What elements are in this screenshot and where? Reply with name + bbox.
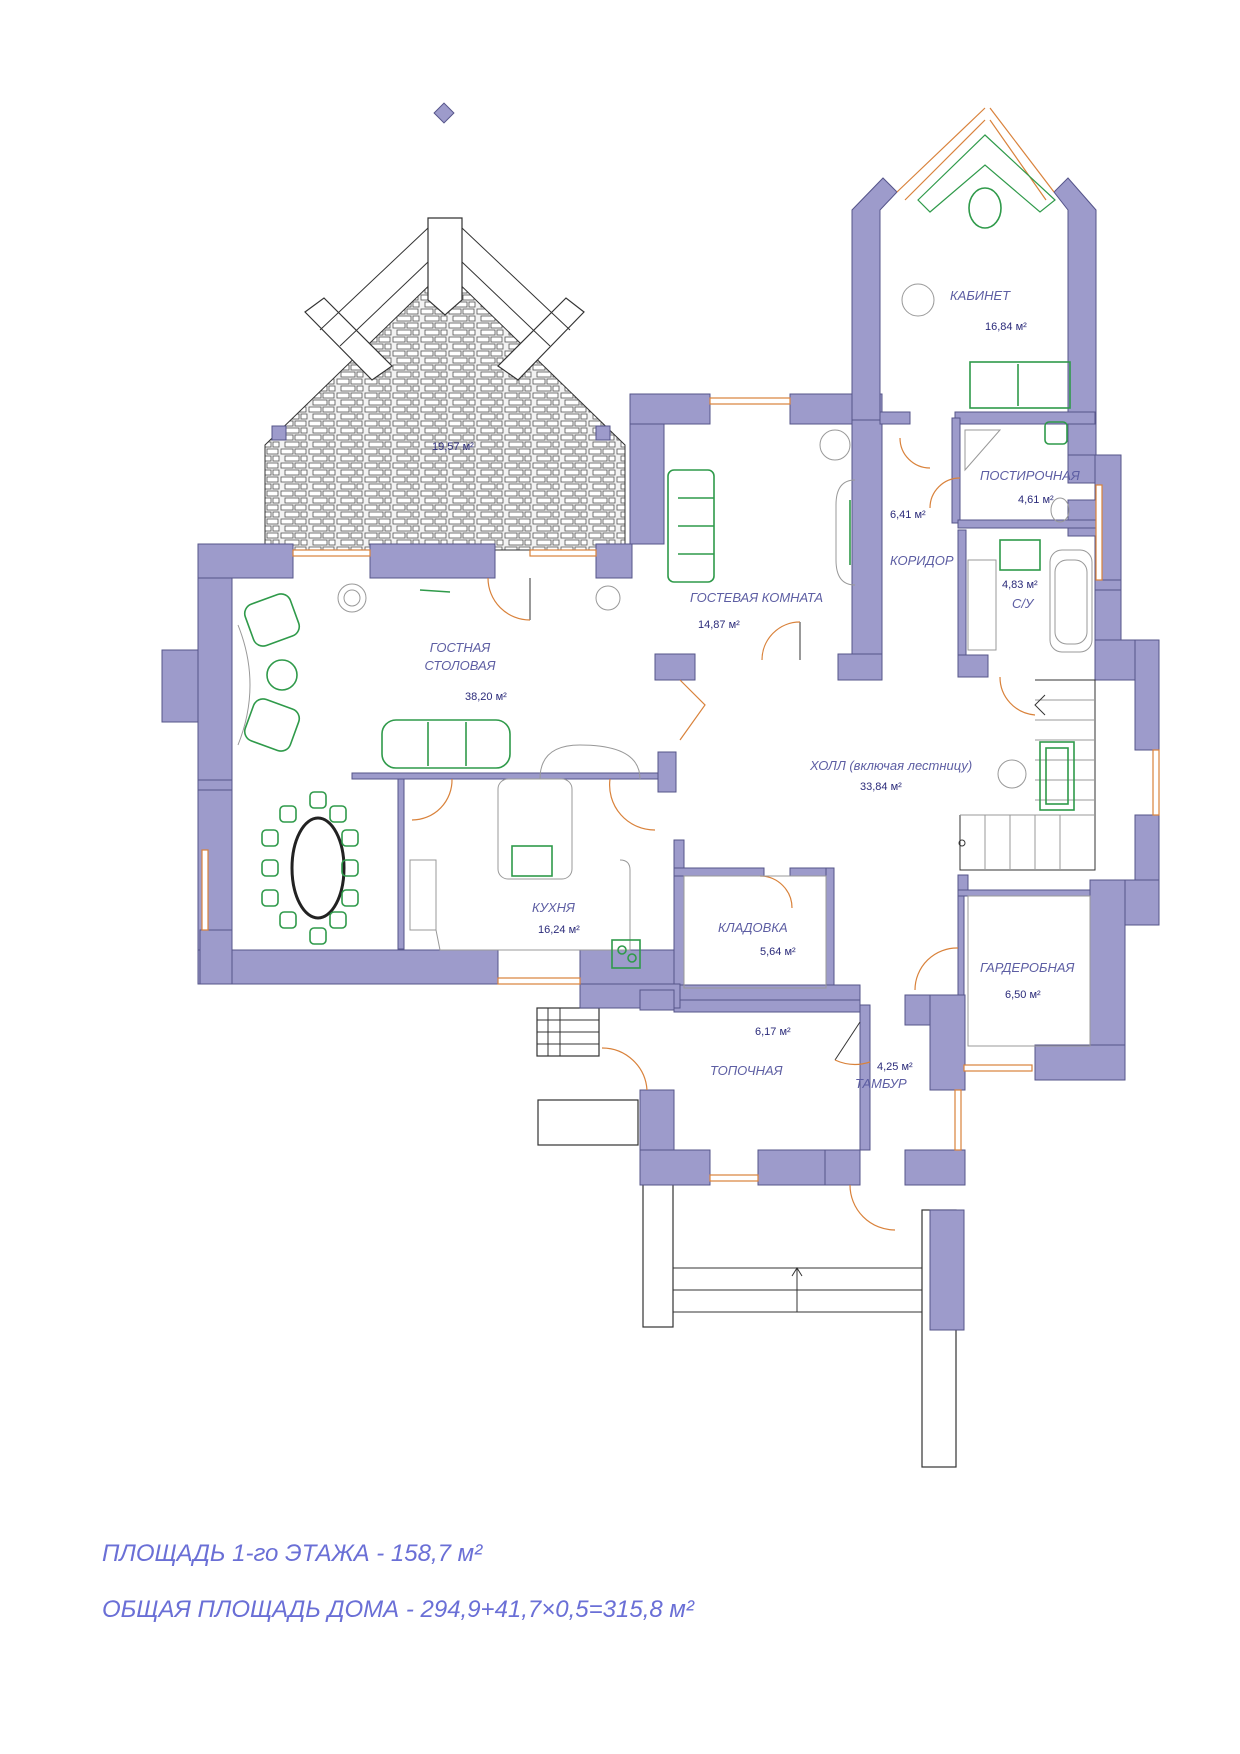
corridor-area: 6,41 м²: [890, 509, 926, 521]
kitchen-name: КУХНЯ: [532, 900, 575, 915]
laundry-name: ПОСТИРОЧНАЯ: [980, 468, 1080, 483]
windows: [201, 107, 1160, 1182]
bathroom-name: С/У: [1012, 596, 1035, 611]
porch: [642, 1174, 957, 1468]
vestibule-area: 4,25 м²: [877, 1061, 913, 1073]
vestibule-name: ТАМБУР: [855, 1076, 907, 1091]
walls: [161, 177, 1160, 1331]
pantry-name: КЛАДОВКА: [718, 920, 788, 935]
corridor-name: КОРИДОР: [890, 553, 954, 568]
hall-name: ХОЛЛ (включая лестницу): [809, 758, 972, 773]
first-floor-area: ПЛОЩАДЬ 1-го ЭТАЖА - 158,7 м²: [102, 1540, 483, 1567]
boiler-room-name: ТОПОЧНАЯ: [710, 1063, 783, 1078]
wardrobe-area: 6,50 м²: [1005, 989, 1041, 1001]
cabinet-name: КАБИНЕТ: [950, 288, 1011, 303]
room-labels: 19,57 м² ГОСТНАЯ СТОЛОВАЯ 38,20 м² ГОСТЕ…: [424, 288, 1079, 1091]
terrace: [264, 102, 626, 551]
laundry-area: 4,61 м²: [1018, 494, 1054, 506]
total-house-area: ОБЩАЯ ПЛОЩАДЬ ДОМА - 294,9+41,7×0,5=315,…: [102, 1596, 694, 1623]
kitchen-area: 16,24 м²: [538, 924, 580, 936]
pantry-area: 5,64 м²: [760, 946, 796, 958]
wardrobe-name: ГАРДЕРОБНАЯ: [980, 960, 1075, 975]
furniture: [237, 134, 1093, 1047]
living-room-name-line2: СТОЛОВАЯ: [424, 658, 495, 673]
guest-room-area: 14,87 м²: [698, 619, 740, 631]
terrace-area: 19,57 м²: [432, 441, 474, 453]
hall-area: 33,84 м²: [860, 781, 902, 793]
cabinet-area: 16,84 м²: [985, 321, 1027, 333]
interior-staircase: [958, 679, 1096, 871]
bathroom-area: 4,83 м²: [1002, 579, 1038, 591]
terrace-paving: [264, 269, 626, 551]
guest-room-name: ГОСТЕВАЯ КОМНАТА: [690, 590, 823, 605]
boiler-room-area: 6,17 м²: [755, 1026, 791, 1038]
living-room-name-line1: ГОСТНАЯ: [430, 640, 491, 655]
exterior-stairs-left: [536, 1007, 639, 1146]
living-room-area: 38,20 м²: [465, 691, 507, 703]
